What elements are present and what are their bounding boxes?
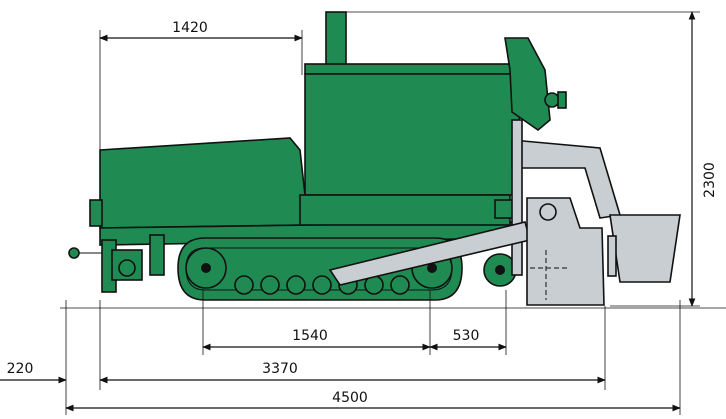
rear-bumper xyxy=(89,199,103,227)
screed-body xyxy=(526,197,605,306)
engine-housing xyxy=(304,73,521,196)
dim-label-overall-length: 4500 xyxy=(332,390,368,406)
track-rollers xyxy=(234,275,410,295)
roof-rail xyxy=(304,63,521,75)
dimension-lines xyxy=(0,11,726,415)
dim-label-rear-overhang: 220 xyxy=(7,361,34,377)
tow-hitch xyxy=(68,247,80,259)
dim-label-height: 2300 xyxy=(702,162,718,198)
side-panel xyxy=(299,194,511,226)
control-console xyxy=(504,37,551,132)
exhaust-stack xyxy=(325,11,347,71)
steering-knob xyxy=(544,92,560,108)
front-hood xyxy=(99,137,306,229)
dimension-labels: 1420 2300 1540 530 220 3370 4500 xyxy=(7,20,718,406)
dim-label-cab-width: 1420 xyxy=(172,20,208,36)
auger-box xyxy=(609,214,681,283)
screed-attachment xyxy=(328,119,681,306)
lift-cylinder xyxy=(511,119,523,276)
dim-label-track-length: 1540 xyxy=(292,328,328,344)
dim-label-wheelbase-total: 3370 xyxy=(262,361,298,377)
dim-label-screed-offset: 530 xyxy=(453,328,480,344)
